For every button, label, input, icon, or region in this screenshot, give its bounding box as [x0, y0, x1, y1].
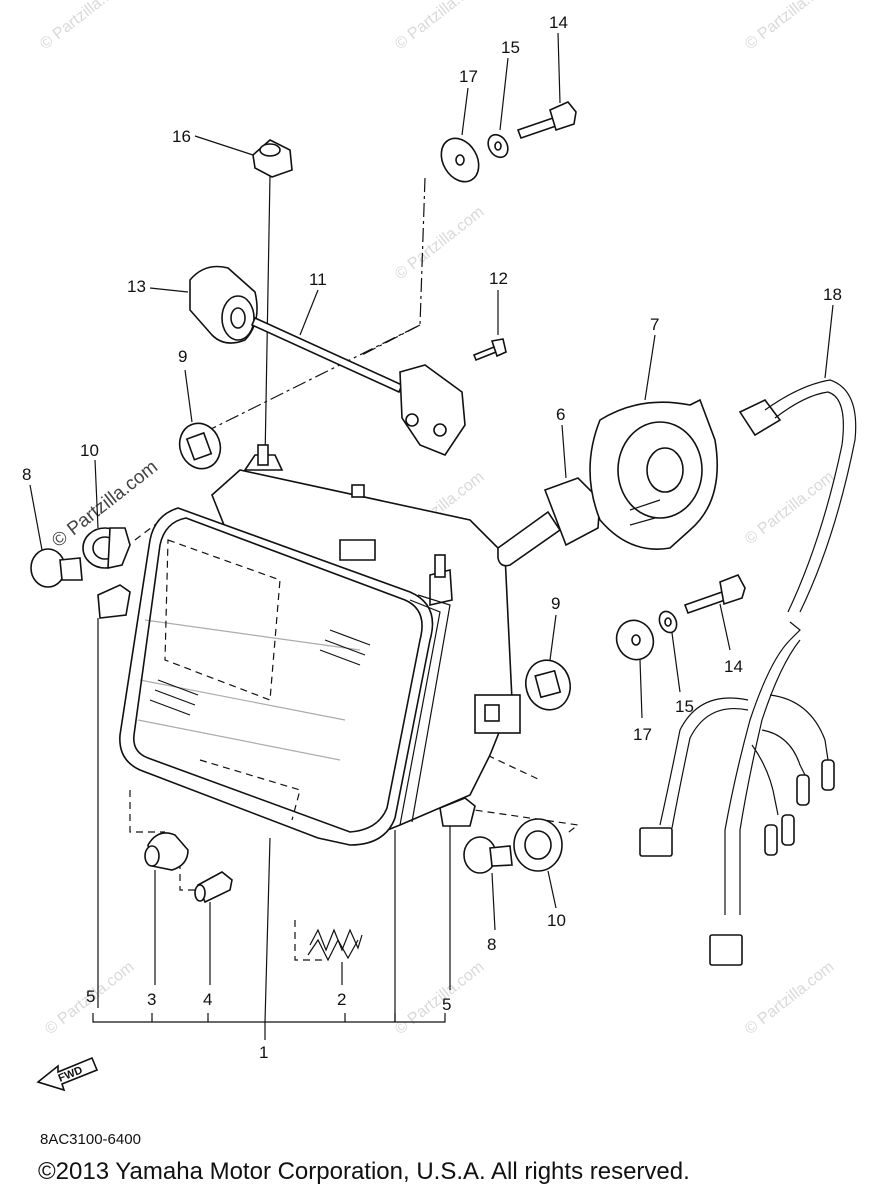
washer-15-right — [658, 610, 681, 693]
fwd-arrow-icon: FWD — [36, 1056, 99, 1092]
callout-15-right: 15 — [675, 697, 694, 716]
grommet-9-left — [178, 369, 222, 470]
watermark: © Partzilla.com — [392, 203, 487, 283]
socket-10-right — [513, 818, 563, 909]
callout-5-right: 5 — [442, 995, 451, 1014]
wiring-harness-18 — [639, 304, 857, 966]
callout-10-left: 10 — [80, 441, 99, 460]
watermark: © Partzilla.com — [742, 958, 837, 1038]
callout-7: 7 — [650, 315, 659, 334]
watermark: © Partzilla.com — [742, 468, 837, 548]
socket-10-left — [82, 459, 131, 570]
callout-14-top: 14 — [549, 13, 568, 32]
headlight-lens-unit — [119, 507, 451, 846]
callout-8-left: 8 — [22, 465, 31, 484]
callout-15-top: 15 — [501, 38, 520, 57]
watermark: © Partzilla.com — [392, 0, 487, 53]
callout-3: 3 — [147, 990, 156, 1009]
nut-16 — [194, 135, 293, 178]
callout-6: 6 — [556, 405, 565, 424]
callout-4: 4 — [203, 990, 212, 1009]
callout-5-left: 5 — [86, 987, 95, 1006]
callout-8-right: 8 — [487, 935, 496, 954]
callout-17-right: 17 — [633, 725, 652, 744]
callout-13: 13 — [127, 277, 146, 296]
watermark: © Partzilla.com — [742, 0, 837, 53]
part-1-bracket — [92, 830, 446, 1040]
bulb-holder-3 — [144, 832, 189, 985]
bulb-4 — [194, 871, 233, 985]
callout-17-top: 17 — [459, 67, 478, 86]
screw-12 — [472, 290, 507, 362]
cap-8-right — [463, 836, 513, 931]
adjuster-rod-11 — [250, 289, 466, 456]
copyright-notice: ©2013 Yamaha Motor Corporation, U.S.A. A… — [38, 1158, 690, 1185]
washer-17-top — [440, 87, 480, 183]
callout-2: 2 — [337, 990, 346, 1009]
callouts: 14 15 17 16 13 11 12 18 7 9 6 10 8 9 14 … — [22, 13, 842, 1062]
cap-8-left — [29, 484, 83, 588]
grommet-9-right — [524, 614, 572, 711]
callout-9-right: 9 — [551, 594, 560, 613]
callout-10-right: 10 — [547, 911, 566, 930]
bolt-14-right — [683, 573, 746, 651]
adjuster-knob-13 — [149, 265, 258, 344]
washer-17-right — [615, 619, 655, 719]
callout-11: 11 — [309, 270, 327, 289]
callout-18: 18 — [823, 285, 842, 304]
callout-14-right: 14 — [724, 657, 743, 676]
callout-1: 1 — [259, 1043, 268, 1062]
callout-16: 16 — [172, 127, 191, 146]
watermark: © Partzilla.com — [392, 958, 487, 1038]
callout-12: 12 — [489, 269, 508, 288]
callout-9-left: 9 — [178, 347, 187, 366]
washer-15-top — [487, 57, 509, 159]
spring-2 — [307, 928, 363, 985]
bolt-14-top — [516, 32, 577, 140]
drawing-code: 8AC3100-6400 — [40, 1131, 141, 1148]
clip-5-left — [97, 584, 131, 1008]
watermark: © Partzilla.com — [37, 0, 132, 53]
fwd-label: FWD — [57, 1064, 85, 1085]
clip-5-right — [439, 797, 476, 990]
bulb-cover-7 — [589, 334, 718, 550]
